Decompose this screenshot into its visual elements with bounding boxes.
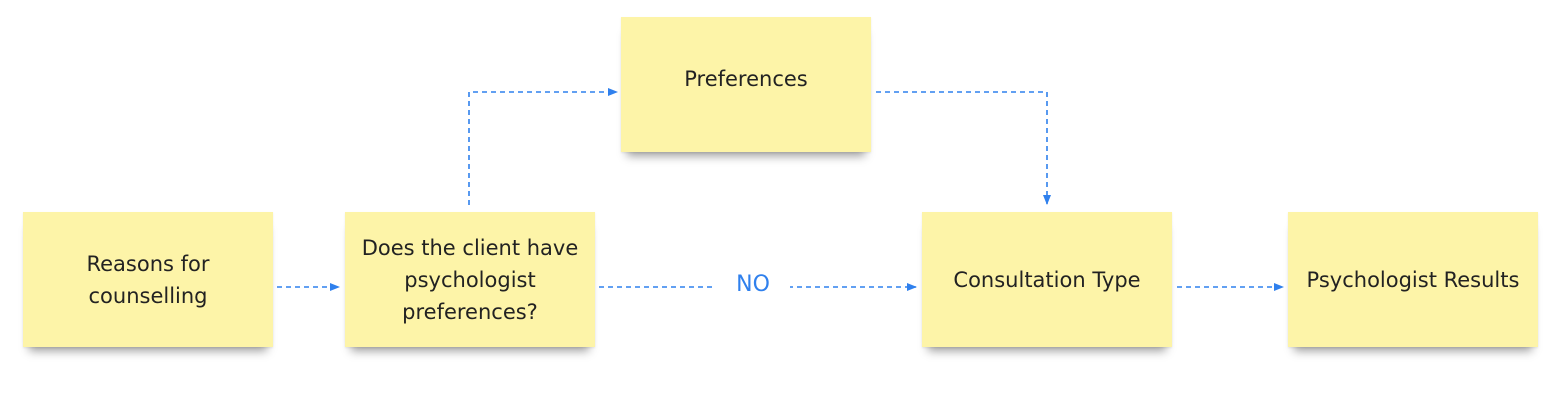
sticky-note-preferences[interactable]: Preferences [621, 17, 871, 152]
sticky-note-psychologist-results[interactable]: Psychologist Results [1288, 212, 1538, 347]
connector-label-no: NO [716, 272, 790, 298]
note-label: Preferences [684, 67, 808, 91]
note-label: Does the client have psychologist prefer… [361, 235, 579, 324]
sticky-note-psychologist-preferences-question[interactable]: Does the client have psychologist prefer… [345, 212, 595, 347]
sticky-note-reasons-for-counselling[interactable]: Reasons for counselling [23, 212, 273, 347]
note-label: Consultation Type [953, 267, 1141, 292]
connector-question-to-preferences[interactable] [468, 88, 618, 205]
connector-preferences-to-consultation[interactable] [876, 91, 1051, 205]
sticky-note-consultation-type[interactable]: Consultation Type [922, 212, 1172, 347]
note-label: Reasons for counselling [86, 251, 210, 308]
note-label: Psychologist Results [1306, 267, 1520, 292]
